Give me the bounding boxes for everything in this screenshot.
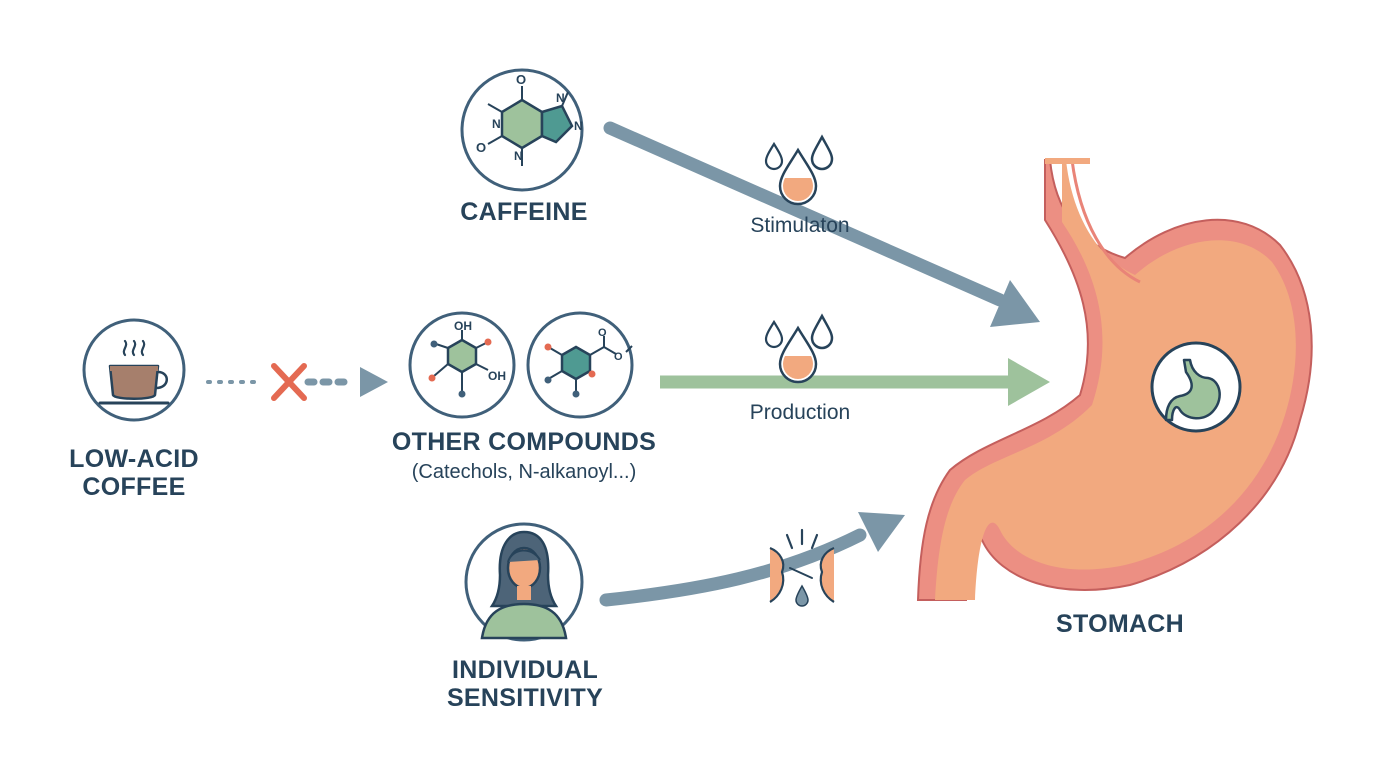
svg-text:N: N — [492, 117, 501, 131]
catechol-molecule-icon: OH OH — [408, 311, 516, 419]
stomach-node-title: STOMACH — [1055, 610, 1185, 638]
production-edge-label: Production — [749, 401, 851, 424]
compounds-node-title: OTHER COMPOUNDS — [391, 428, 657, 456]
cross-icon — [271, 363, 307, 401]
svg-text:O: O — [614, 351, 623, 363]
svg-text:O: O — [598, 327, 607, 339]
svg-text:O: O — [476, 140, 486, 155]
ester-molecule-icon: O O — [526, 311, 634, 419]
svg-text:N: N — [574, 119, 583, 133]
acid-drops-icon — [764, 313, 834, 384]
caffeine-to-stomach-arrow — [603, 121, 1040, 327]
stimulation-edge-label: Stimulaton — [750, 214, 850, 237]
coffee-to-compounds-arrow — [206, 367, 388, 397]
svg-text:OH: OH — [488, 369, 506, 383]
svg-text:OH: OH — [454, 319, 472, 333]
svg-text:O: O — [516, 72, 526, 87]
caffeine-molecule-icon: O N O N N N — [460, 68, 584, 192]
coffee-node-title-line2: COFFEE — [82, 473, 186, 501]
coffee-node-title-line1: LOW-ACID — [69, 445, 199, 473]
stomach-illustration — [916, 158, 1313, 601]
svg-text:N: N — [556, 91, 565, 105]
sensitivity-node-title-line2: SENSITIVITY — [446, 684, 604, 712]
compounds-to-stomach-arrow — [660, 358, 1050, 406]
compounds-node-subtitle: (Catechols, N-alkanoyl...) — [411, 461, 637, 483]
coffee-cup-icon — [82, 318, 186, 422]
sensitivity-to-stomach-arrow — [599, 512, 905, 607]
stomach-icon — [1150, 341, 1242, 433]
sensitivity-node-title-line1: INDIVIDUAL — [451, 656, 599, 684]
irritation-icon — [769, 528, 835, 607]
caffeine-node-title: CAFFEINE — [460, 198, 588, 226]
person-icon — [464, 522, 584, 642]
svg-text:N: N — [514, 149, 523, 163]
acid-drops-icon — [764, 134, 834, 206]
